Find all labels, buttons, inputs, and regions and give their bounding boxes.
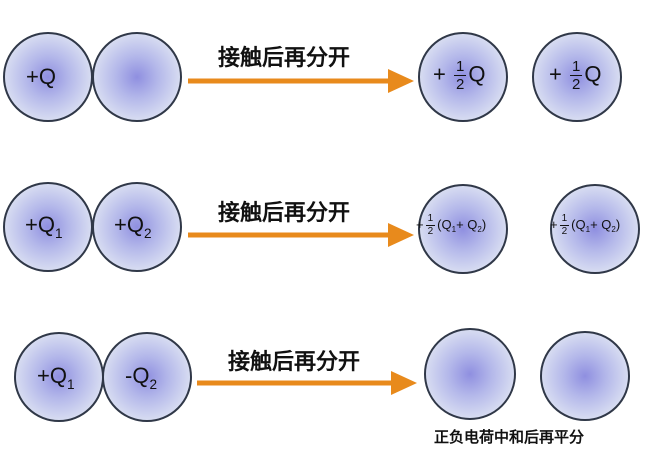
result-ball-1a (418, 32, 508, 122)
neutralization-caption: 正负电荷中和后再平分 (434, 428, 585, 446)
charged-ball-2a (3, 182, 93, 272)
charge-label-3b: -Q2 (125, 363, 158, 392)
charge-label-2b: +Q2 (114, 212, 152, 241)
charged-ball-3b (102, 332, 192, 422)
neutral-result-ball-3a (424, 328, 516, 420)
charged-ball-2b (92, 182, 182, 272)
arrow-row2 (188, 223, 414, 247)
arrow-row1 (188, 69, 414, 93)
arrow-row3 (197, 371, 417, 395)
action-label-row1: 接触后再分开 (218, 46, 351, 71)
charged-ball-1a (3, 32, 93, 122)
charge-label-2a: +Q1 (25, 212, 63, 241)
neutral-result-ball-3b (540, 331, 630, 421)
result-ball-2b (550, 184, 640, 274)
charge-label-3a: +Q1 (37, 363, 75, 392)
neutral-ball-1b (92, 32, 182, 122)
action-label-row2: 接触后再分开 (218, 201, 351, 226)
charge-label-1a: +Q (26, 64, 56, 89)
charged-ball-3a (14, 332, 104, 422)
action-label-row3: 接触后再分开 (228, 350, 361, 375)
result-ball-2a (418, 184, 508, 274)
result-ball-1b (532, 32, 622, 122)
